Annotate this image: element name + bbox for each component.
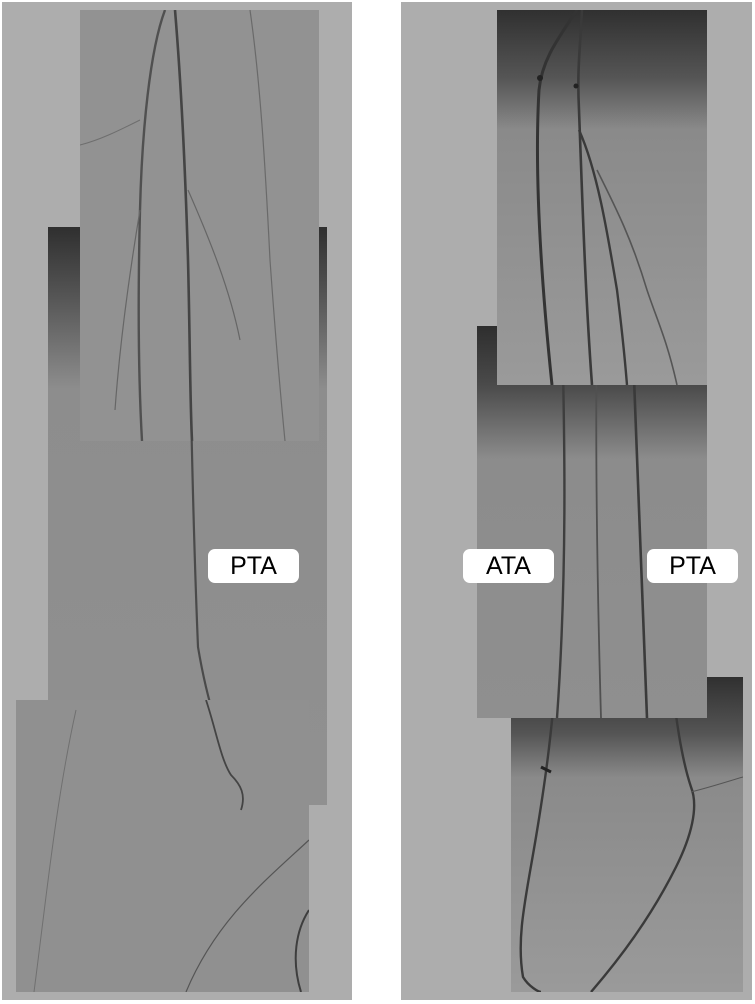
- right-top-angiogram-frame: [497, 10, 707, 385]
- vessel-lines: [33, 700, 309, 992]
- right-middle-angiogram-frame: [477, 326, 707, 718]
- vessel-lines: [519, 677, 743, 992]
- vessel-lines: [536, 10, 678, 385]
- ata-label: ATA: [463, 549, 554, 583]
- right-angiogram-panel: ATA PTA: [401, 2, 752, 1000]
- pta-label: PTA: [208, 549, 299, 583]
- left-angiogram-panel: PTA: [2, 2, 352, 1000]
- pta-label-right: PTA: [647, 549, 738, 583]
- vessel-lines: [80, 10, 286, 441]
- right-bottom-angiogram-frame: [511, 677, 743, 992]
- left-bottom-angiogram-frame: [16, 700, 309, 992]
- left-top-angiogram-frame: [80, 10, 319, 441]
